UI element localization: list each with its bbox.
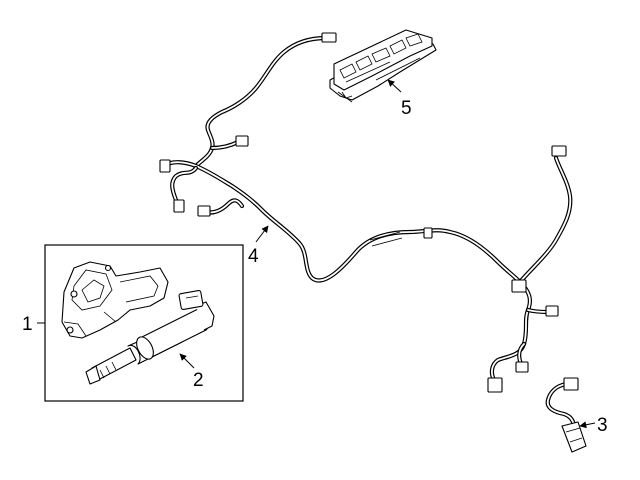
gearbox-part	[61, 261, 169, 339]
callout-3: 3	[597, 415, 608, 436]
callout-4: 4	[248, 246, 259, 267]
callout-1: 1	[22, 314, 33, 335]
pigtail-part	[545, 377, 587, 453]
control-module-part	[329, 29, 437, 103]
callout-2: 2	[193, 370, 204, 391]
wiring-harness-part	[159, 32, 573, 393]
motor-part	[85, 289, 215, 385]
callout-5: 5	[401, 98, 412, 119]
leaders	[37, 79, 596, 429]
